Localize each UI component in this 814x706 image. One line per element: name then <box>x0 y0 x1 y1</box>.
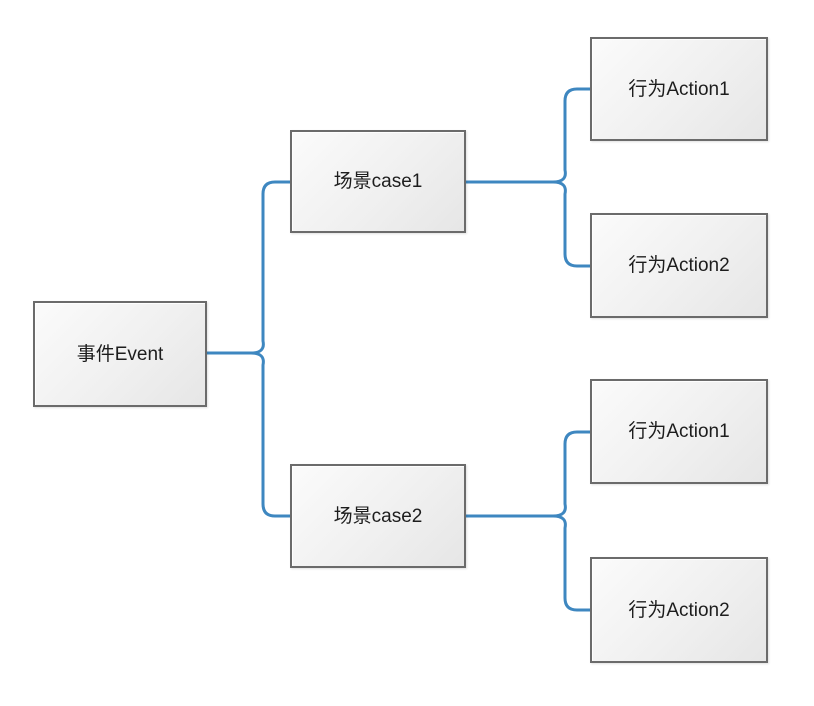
connector-case2-action1 <box>466 430 590 518</box>
node-case2-action1-label: 行为Action1 <box>628 421 730 442</box>
connector-event-case2 <box>207 351 290 518</box>
node-case2: 场景case2 <box>290 464 466 568</box>
connector-case1-action1 <box>466 87 590 184</box>
connector-case2-action2 <box>466 514 590 612</box>
node-case2-action2: 行为Action2 <box>590 557 768 663</box>
node-case2-action1: 行为Action1 <box>590 379 768 484</box>
connector-event-case1 <box>207 180 290 355</box>
node-case1-action2-label: 行为Action2 <box>628 255 730 276</box>
connector-case1-action2 <box>466 180 590 268</box>
node-case2-label: 场景case2 <box>333 505 423 527</box>
node-case2-action2-label: 行为Action2 <box>628 599 730 621</box>
node-case1-action2: 行为Action2 <box>590 213 768 318</box>
node-event: 事件Event <box>33 301 207 407</box>
node-case1-action1: 行为Action1 <box>590 37 768 141</box>
node-case1-action1-label: 行为Action1 <box>628 78 730 100</box>
node-event-label: 事件Event <box>76 343 164 365</box>
node-case1-label: 场景case1 <box>333 171 423 192</box>
node-case1: 场景case1 <box>290 130 466 233</box>
